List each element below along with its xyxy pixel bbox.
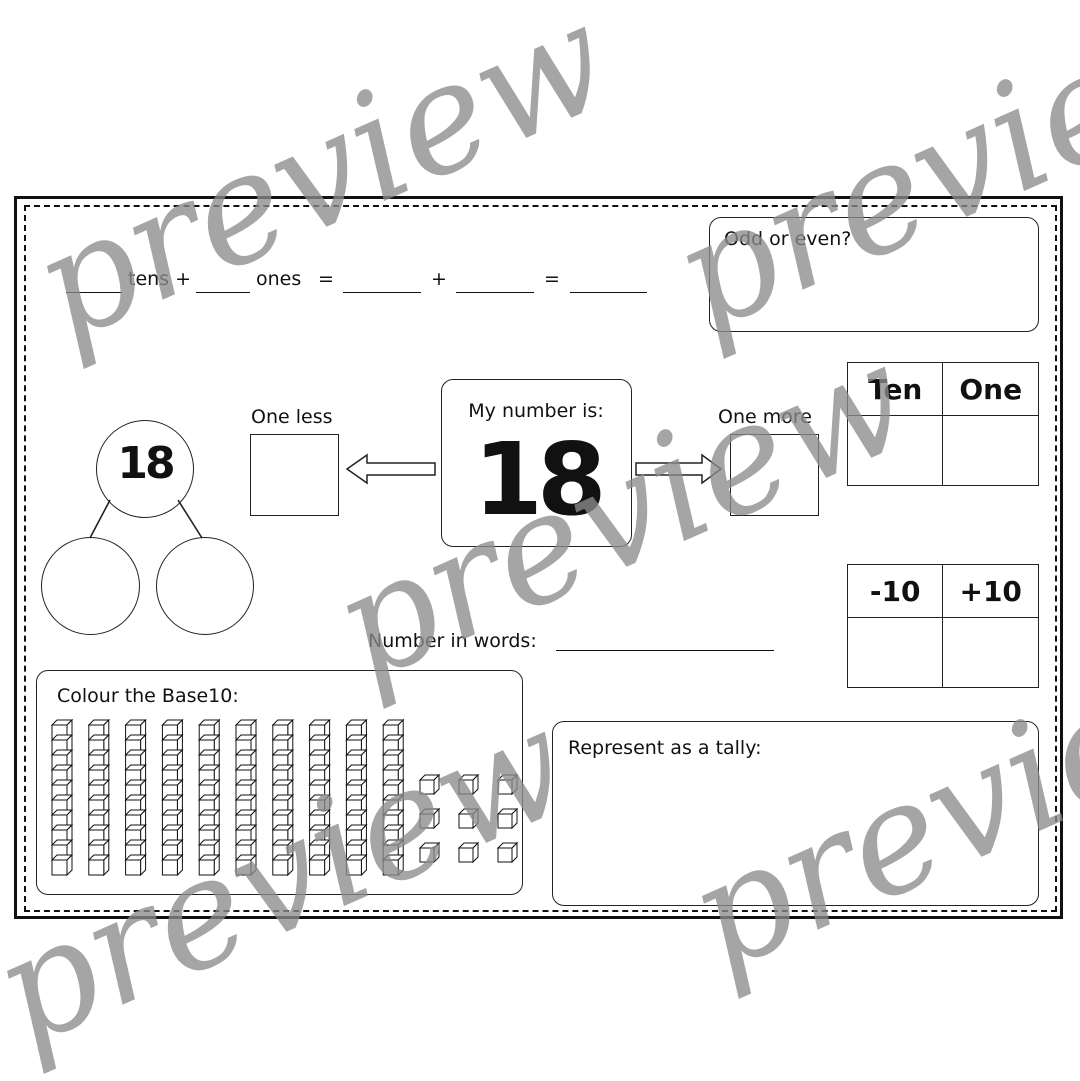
one-less-box[interactable] (250, 434, 339, 516)
unit-cube[interactable] (457, 773, 480, 796)
place-value-table: Ten One (846, 362, 1039, 486)
part-circle-right[interactable] (156, 537, 254, 635)
whole-number: 18 (117, 438, 175, 489)
tens-rod[interactable] (345, 718, 368, 877)
tens-value-blank[interactable] (343, 292, 421, 293)
one-cell[interactable] (942, 415, 1039, 486)
tally-label: Represent as a tally: (568, 737, 762, 759)
arrow-left-icon (345, 453, 436, 485)
tens-rod[interactable] (234, 718, 258, 877)
tens-rod[interactable] (161, 718, 184, 877)
odd-even-label: Odd or even? (724, 228, 852, 250)
unit-cube[interactable] (496, 773, 519, 796)
one-less-label: One less (251, 406, 333, 428)
one-header: One (942, 362, 1039, 416)
whole-circle (96, 420, 194, 518)
unit-cube[interactable] (496, 841, 519, 864)
base10-label: Colour the Base10: (57, 685, 239, 707)
tens-rod[interactable] (308, 718, 331, 877)
tens-rod[interactable] (87, 718, 111, 877)
minus-ten-header: -10 (846, 564, 944, 618)
tens-rod[interactable] (271, 718, 295, 877)
ten-cell[interactable] (846, 415, 944, 486)
tens-blank[interactable] (66, 292, 122, 293)
number-in-words-label: Number in words: (368, 630, 537, 652)
plus-sign: + (431, 268, 447, 290)
tens-rod[interactable] (124, 718, 147, 877)
tens-rod[interactable] (381, 718, 405, 877)
ones-label: ones (256, 268, 302, 290)
unit-cube[interactable] (496, 807, 519, 830)
ten-header: Ten (846, 362, 944, 416)
unit-cube[interactable] (418, 807, 441, 830)
part-circle-left[interactable] (41, 537, 140, 635)
ones-blank[interactable] (196, 292, 250, 293)
my-number-label: My number is: (468, 400, 604, 422)
equals-sign: = (318, 268, 334, 290)
unit-cube[interactable] (418, 841, 441, 864)
plus-ten-cell[interactable] (942, 617, 1039, 688)
odd-even-box[interactable]: Odd or even? (709, 217, 1039, 332)
base10-blocks[interactable] (36, 670, 523, 895)
worksheet-dashed-border (24, 205, 1057, 912)
tally-box[interactable]: Represent as a tally: (552, 721, 1039, 906)
arrow-right-icon (635, 453, 723, 485)
total-blank[interactable] (570, 292, 647, 293)
base10-box: Colour the Base10: (36, 670, 523, 895)
number-in-words-blank[interactable] (556, 650, 774, 651)
one-more-label: One more (718, 406, 812, 428)
one-more-box[interactable] (730, 434, 819, 516)
tens-rod[interactable] (197, 718, 221, 877)
unit-cube[interactable] (418, 773, 441, 796)
ones-value-blank[interactable] (456, 292, 534, 293)
unit-cube[interactable] (457, 807, 480, 830)
tens-label: tens + (128, 268, 192, 290)
plus-ten-header: +10 (942, 564, 1039, 618)
my-number-value: 18 (473, 421, 606, 538)
tens-rod[interactable] (50, 718, 74, 877)
equals-sign-2: = (544, 268, 560, 290)
minus-ten-cell[interactable] (846, 617, 944, 688)
plus-minus-table: -10 +10 (846, 564, 1039, 688)
unit-cube[interactable] (457, 841, 480, 864)
part-whole-lines (89, 499, 203, 539)
my-number-box: My number is: (441, 379, 632, 547)
